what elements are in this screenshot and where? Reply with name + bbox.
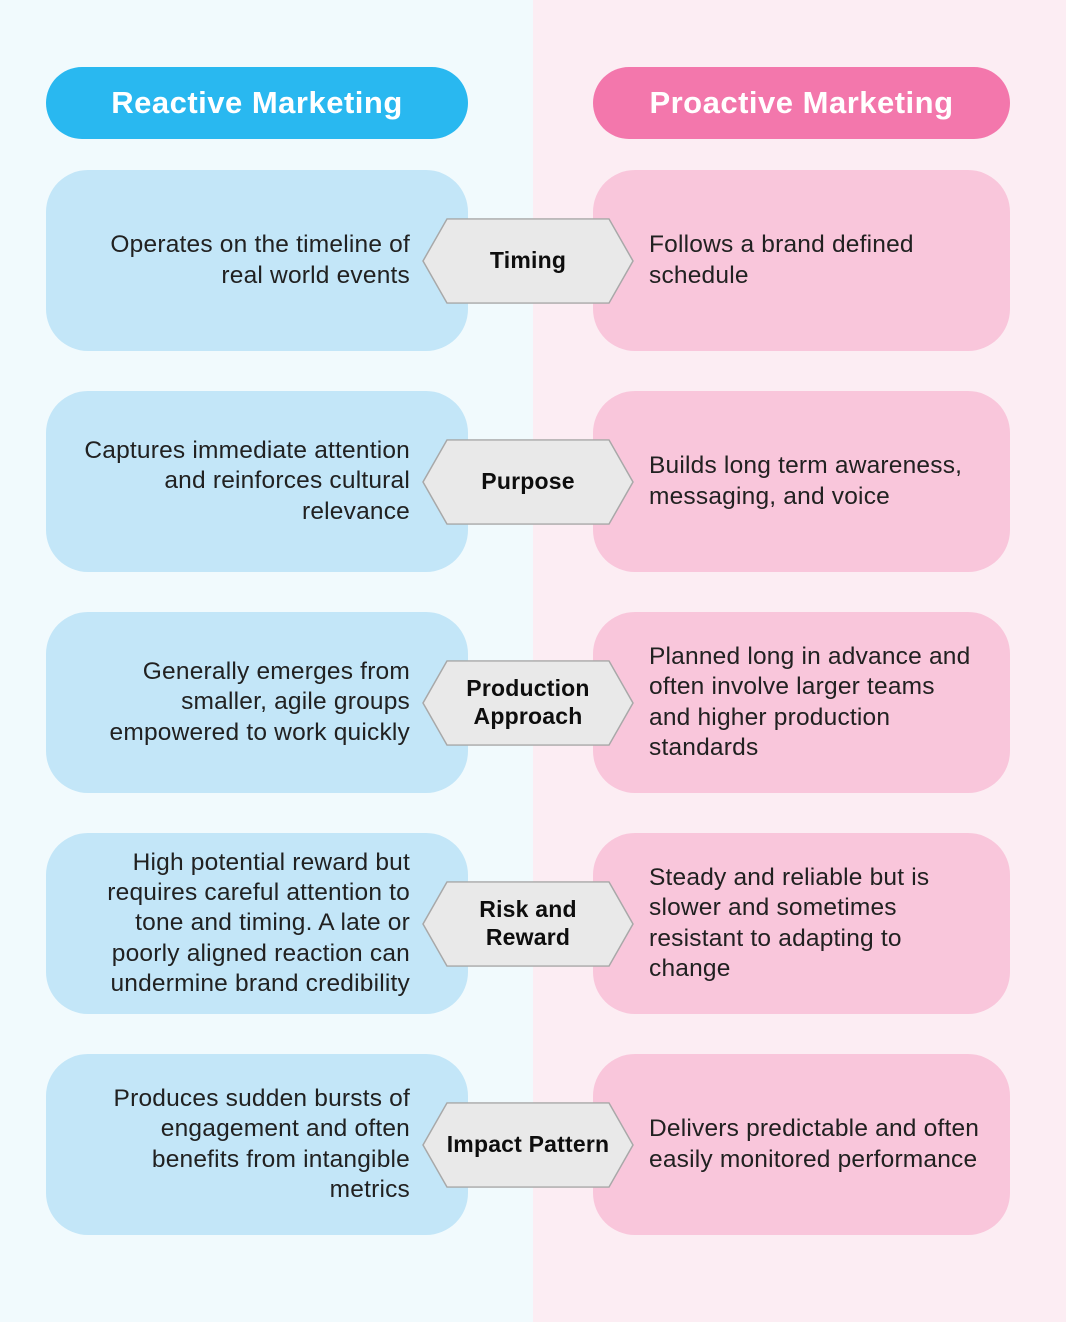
proactive-card-production-approach: Planned long in advance and often involv… <box>593 612 1010 793</box>
proactive-text-purpose: Builds long term awareness, messaging, a… <box>649 452 963 510</box>
comparison-row-risk-and-reward: High potential reward but requires caref… <box>46 833 1010 1014</box>
proactive-header-label: Proactive Marketing <box>649 85 954 120</box>
hexagon-shape-icon <box>422 880 634 967</box>
reactive-marketing-header: Reactive Marketing <box>46 67 468 139</box>
production-approach-hexagon-badge: Production Approach <box>422 659 634 747</box>
proactive-card-risk-and-reward: Steady and reliable but is slower and so… <box>593 833 1010 1014</box>
hexagon-shape-icon <box>422 438 634 525</box>
comparison-rows: Operates on the timeline of real world e… <box>46 170 1010 1235</box>
hexagon-shape-icon <box>422 659 634 746</box>
production-approach-label: Production Approach <box>466 674 590 729</box>
reactive-header-label: Reactive Marketing <box>111 85 403 120</box>
comparison-row-production-approach: Generally emerges from smaller, agile gr… <box>46 612 1010 793</box>
reactive-card-timing: Operates on the timeline of real world e… <box>46 170 468 351</box>
reactive-card-purpose: Captures immediate attention and reinfor… <box>46 391 468 572</box>
risk-and-reward-label: Risk and Reward <box>479 895 577 950</box>
proactive-card-timing: Follows a brand defined schedule <box>593 170 1010 351</box>
purpose-label: Purpose <box>481 467 575 494</box>
reactive-card-production-approach: Generally emerges from smaller, agile gr… <box>46 612 468 793</box>
reactive-text-production-approach: Generally emerges from smaller, agile gr… <box>109 657 410 746</box>
reactive-card-risk-and-reward: High potential reward but requires caref… <box>46 833 468 1014</box>
impact-pattern-hexagon-badge: Impact Pattern <box>422 1101 634 1189</box>
timing-label: Timing <box>489 246 567 273</box>
hexagon-shape-icon <box>422 217 634 304</box>
proactive-text-impact-pattern: Delivers predictable and often easily mo… <box>649 1115 980 1173</box>
risk-and-reward-hexagon-badge: Risk and Reward <box>422 880 634 968</box>
proactive-text-timing: Follows a brand defined schedule <box>649 231 914 289</box>
proactive-text-production-approach: Planned long in advance and often involv… <box>649 642 971 761</box>
comparison-row-purpose: Captures immediate attention and reinfor… <box>46 391 1010 572</box>
reactive-text-timing: Operates on the timeline of real world e… <box>110 231 410 289</box>
reactive-text-purpose: Captures immediate attention and reinfor… <box>84 436 410 525</box>
purpose-hexagon-badge: Purpose <box>422 438 634 526</box>
impact-pattern-label: Impact Pattern <box>446 1130 610 1157</box>
header-row: Reactive Marketing Proactive Marketing <box>46 67 1010 139</box>
reactive-card-impact-pattern: Produces sudden bursts of engagement and… <box>46 1054 468 1235</box>
reactive-text-risk-and-reward: High potential reward but requires caref… <box>107 848 410 998</box>
proactive-text-risk-and-reward: Steady and reliable but is slower and so… <box>649 863 930 982</box>
proactive-card-impact-pattern: Delivers predictable and often easily mo… <box>593 1054 1010 1235</box>
proactive-card-purpose: Builds long term awareness, messaging, a… <box>593 391 1010 572</box>
comparison-row-timing: Operates on the timeline of real world e… <box>46 170 1010 351</box>
timing-hexagon-badge: Timing <box>422 217 634 305</box>
comparison-row-impact-pattern: Produces sudden bursts of engagement and… <box>46 1054 1010 1235</box>
reactive-text-impact-pattern: Produces sudden bursts of engagement and… <box>113 1084 410 1203</box>
hexagon-shape-icon <box>422 1101 634 1188</box>
proactive-marketing-header: Proactive Marketing <box>593 67 1010 139</box>
